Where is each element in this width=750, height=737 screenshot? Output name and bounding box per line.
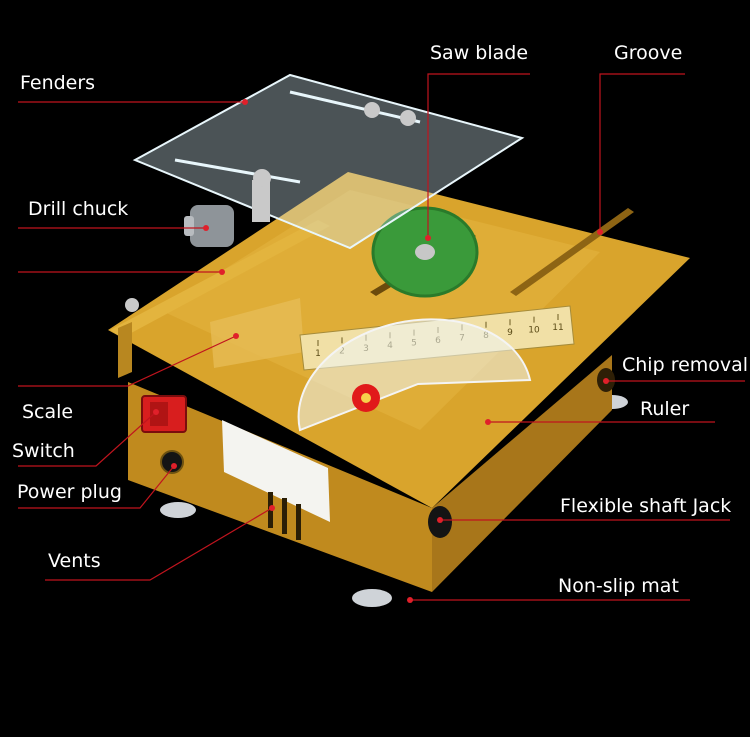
wing-nut-1: [253, 169, 271, 187]
dot-drill-chuck: [203, 225, 209, 231]
dot-scale: [233, 333, 239, 339]
label-power-plug: Power plug: [17, 481, 122, 503]
label-vents: Vents: [48, 550, 101, 572]
label-chip-removal: Chip removal: [622, 354, 749, 376]
dot-flexible-shaft-jack: [437, 517, 443, 523]
label-flexible-shaft-jack: Flexible shaft Jack: [560, 495, 732, 517]
vent-slot-3: [296, 504, 301, 540]
label-saw-blade: Saw blade: [430, 42, 529, 64]
drill-chuck: [190, 205, 234, 247]
groove-slot: [510, 208, 634, 296]
spec-sticker: [222, 420, 330, 522]
leader-lines: [18, 73, 745, 601]
scale-strip: [210, 298, 304, 368]
ruler-tick-label: 9: [507, 328, 513, 338]
fender-slot-2: [289, 90, 421, 124]
foot-front-right: [352, 589, 392, 607]
label-groove: Groove: [614, 42, 683, 64]
ruler-tick-label: 1: [315, 349, 321, 359]
label-ruler: Ruler: [640, 398, 690, 420]
ruler-tick-label: 11: [552, 323, 563, 333]
dot-groove: [597, 229, 603, 235]
leader-power-plug: [18, 465, 175, 509]
label-fenders: Fenders: [20, 72, 96, 94]
dot-ruler: [485, 419, 491, 425]
fender-support: [252, 180, 270, 222]
label-switch: Switch: [12, 440, 75, 462]
dot-saw-blade: [425, 235, 431, 241]
fence-rail: [110, 220, 330, 338]
leader-vents: [45, 507, 273, 581]
dot-power-plug: [171, 463, 177, 469]
dot-vents: [269, 505, 275, 511]
dot-fenders: [242, 99, 248, 105]
label-drill-chuck: Drill chuck: [28, 198, 129, 220]
label-scale: Scale: [22, 401, 74, 423]
power-switch-rocker: [150, 402, 168, 426]
leader-scale: [18, 335, 237, 387]
wing-nut-3: [400, 110, 416, 126]
power-plug-socket: [160, 450, 184, 474]
foot-front-left: [160, 502, 196, 518]
wing-nut-2: [364, 102, 380, 118]
ruler-tick-label: 10: [528, 326, 540, 336]
dot-chip-removal: [603, 378, 609, 384]
fender-slot-1: [174, 158, 301, 184]
dot-non-slip-mat: [407, 597, 413, 603]
drill-chuck-tip: [184, 216, 194, 236]
protractor-knob-center: [361, 393, 371, 403]
fence-post: [118, 322, 132, 378]
acrylic-fender: [132, 73, 525, 250]
leader-saw-blade: [427, 73, 530, 238]
dot-switch: [153, 409, 159, 415]
wing-nut-4: [125, 298, 139, 312]
table-saw: 1234567891011: [108, 73, 690, 607]
dot-unlabeled: [219, 269, 225, 275]
label-non-slip-mat: Non-slip mat: [558, 575, 679, 597]
marker-dots: [153, 99, 609, 603]
vent-slot-2: [282, 498, 287, 534]
saw-blade-hub: [415, 244, 435, 260]
machine-right-face: [432, 355, 612, 592]
leader-switch: [18, 411, 157, 467]
leader-groove: [599, 73, 685, 232]
